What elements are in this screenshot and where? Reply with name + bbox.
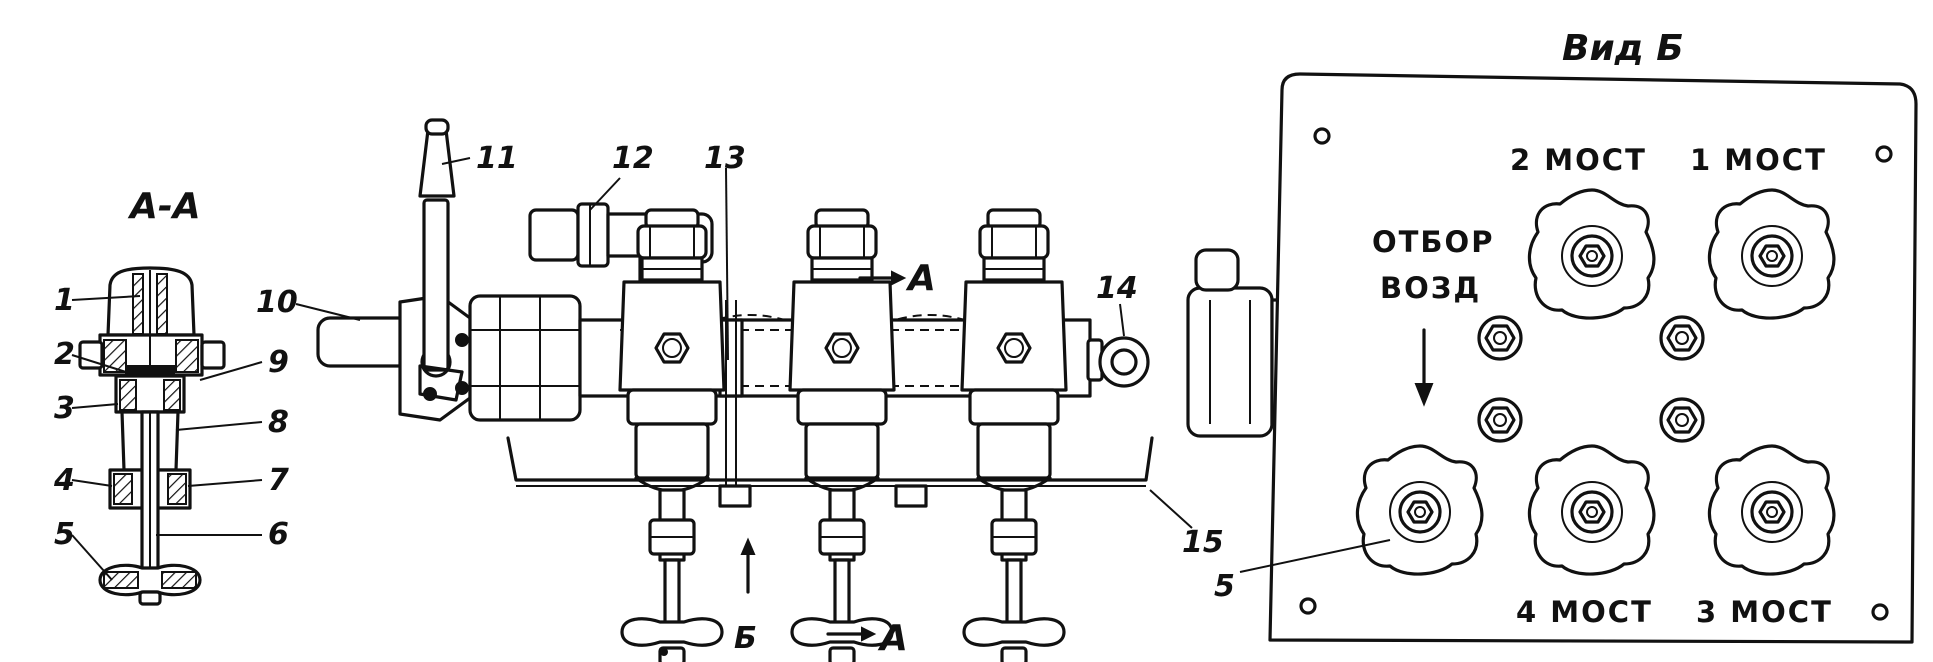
label-8: 8 <box>268 405 289 440</box>
view-b: Вид Б 2 МОСТ 1 МОСТ 4 МОСТ 3 МОСТ ОТБОР … <box>1186 28 1918 644</box>
label-5: 5 <box>54 517 75 552</box>
knob-bridge-2[interactable] <box>1527 188 1656 320</box>
bridge-label-3: 3 МОСТ <box>1696 595 1833 629</box>
section-aa: А-А <box>53 186 289 606</box>
label-12: 12 <box>612 141 654 176</box>
callout-a-bottom: А <box>877 618 908 659</box>
view-b-title: Вид Б <box>1562 28 1684 69</box>
bridge-label-1: 1 МОСТ <box>1690 143 1827 177</box>
label-10: 10 <box>256 285 298 320</box>
label-9: 9 <box>268 345 289 380</box>
label-7: 7 <box>268 463 289 498</box>
label-2: 2 <box>54 337 75 372</box>
label-4: 4 <box>53 463 75 498</box>
view-b-label-5: 5 <box>1214 569 1235 604</box>
label-15: 15 <box>1182 525 1224 560</box>
air-label-line1: ОТБОР <box>1372 225 1494 259</box>
label-13: 13 <box>704 141 746 176</box>
knob-bridge-3[interactable] <box>1707 444 1836 576</box>
label-1: 1 <box>54 283 75 318</box>
section-aa-title: А-А <box>127 186 201 227</box>
label-11: 11 <box>476 141 518 176</box>
callout-b: Б <box>734 621 757 656</box>
knob-bridge-1[interactable] <box>1707 188 1836 320</box>
label-6: 6 <box>268 517 289 552</box>
callout-a-top: А <box>905 258 936 299</box>
bridge-label-2: 2 МОСТ <box>1510 143 1647 177</box>
knob-bridge-4[interactable] <box>1527 444 1656 576</box>
air-label-line2: ВОЗД <box>1380 271 1481 305</box>
valve-assembly: 10 11 12 13 14 15 А А Б <box>256 118 1224 662</box>
knob-air-intake[interactable] <box>1355 444 1484 576</box>
bridge-label-4: 4 МОСТ <box>1516 595 1653 629</box>
label-14: 14 <box>1096 271 1138 306</box>
label-3: 3 <box>54 391 75 426</box>
